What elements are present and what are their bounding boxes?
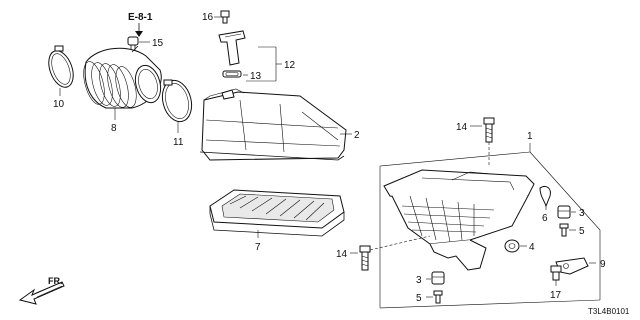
callout-11[interactable]: 11 <box>173 137 184 148</box>
callout-5-lower[interactable]: 5 <box>416 293 422 304</box>
hose-clamp-part <box>48 45 74 88</box>
callout-13[interactable]: 13 <box>250 71 262 82</box>
clamp-part <box>161 79 193 123</box>
air-filter-part <box>209 189 345 237</box>
bolt-part <box>220 10 230 24</box>
callout-14-top[interactable]: 14 <box>456 122 468 133</box>
housing-box-top <box>379 151 531 167</box>
callout-6[interactable]: 6 <box>542 213 548 224</box>
callout-10[interactable]: 10 <box>53 99 65 110</box>
callout-1[interactable]: 1 <box>527 131 533 142</box>
callout-3-upper[interactable]: 3 <box>579 208 585 219</box>
housing-box-right <box>529 151 601 300</box>
callout-9[interactable]: 9 <box>600 259 606 270</box>
air-cleaner-cover-part <box>199 88 347 161</box>
gasket-part <box>222 70 242 78</box>
mount-rubber-part <box>504 239 520 253</box>
direction-label: FR. <box>48 276 63 286</box>
grommet-lower-part <box>431 271 445 285</box>
housing-box-bottom <box>379 299 601 309</box>
callout-14-bottom[interactable]: 14 <box>336 249 348 260</box>
callout-16[interactable]: 16 <box>202 12 214 23</box>
callout-5-upper[interactable]: 5 <box>579 226 585 237</box>
bolt-bottom-part <box>359 245 371 271</box>
callout-12[interactable]: 12 <box>284 60 296 71</box>
bolt-top-part <box>483 117 495 143</box>
callout-2[interactable]: 2 <box>354 130 360 141</box>
bolt-bottom-guide <box>369 235 431 251</box>
air-flow-sensor-part <box>218 30 246 66</box>
callout-15[interactable]: 15 <box>152 38 164 49</box>
callout-7[interactable]: 7 <box>255 242 261 253</box>
bolt-flange-part <box>550 265 562 281</box>
callout-8[interactable]: 8 <box>111 123 117 134</box>
reference-label[interactable]: E-8-1 <box>128 12 153 23</box>
front-direction-arrow <box>18 281 65 305</box>
callout-17[interactable]: 17 <box>550 290 562 301</box>
clip-part <box>539 185 551 208</box>
reference-arrow-head <box>135 31 143 37</box>
grommet-upper-part <box>557 205 571 219</box>
callout-4[interactable]: 4 <box>529 242 535 253</box>
callout-3-lower[interactable]: 3 <box>416 275 422 286</box>
collar-upper-part <box>559 223 569 237</box>
air-cleaner-housing-part <box>383 169 535 271</box>
collar-lower-part <box>433 290 443 304</box>
intake-duct-part <box>83 45 162 109</box>
diagram-code: T3L4B0101 <box>588 307 630 316</box>
